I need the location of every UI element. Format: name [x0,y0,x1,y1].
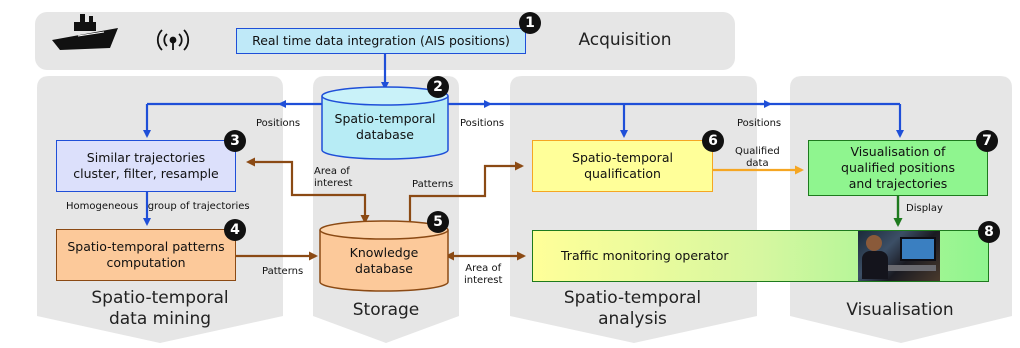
operator-photo [858,231,940,281]
spatio-temporal-database [321,86,449,160]
patterns-computation-box: Spatio-temporal patterns computation [56,229,236,281]
step-badge-5: 5 [427,211,449,233]
column-title-mining: Spatio-temporal data mining [91,288,229,329]
label-area-of-interest-2: Area of interest [464,263,503,286]
label-display: Display [906,203,943,214]
step-badge-3: 3 [224,130,246,152]
label-qualified-data: Qualified data [735,146,780,169]
step-badge-8: 8 [978,221,1000,243]
visualisation-box: Visualisation of qualified positions and… [808,140,988,196]
similar-trajectories-box: Similar trajectories cluster, filter, re… [56,140,236,192]
acquisition-title: Acquisition [578,30,672,50]
column-title-storage: Storage [352,300,420,320]
label-positions-right: Positions [737,118,782,129]
step-badge-7: 7 [976,130,998,152]
step-badge-6: 6 [702,130,724,152]
label-area-of-interest-1: Area of interest [314,166,353,189]
column-title-visualisation: Visualisation [846,300,954,320]
real-time-integration-box: Real time data integration (AIS position… [236,28,526,54]
step-badge-4: 4 [224,219,246,241]
label-positions-mid: Positions [460,118,505,129]
ship-icon [52,14,118,50]
column-title-analysis: Spatio-temporal analysis [563,288,702,329]
label-homogeneous: Homogeneous group of trajectories [66,201,250,212]
label-positions-left: Positions [256,118,301,129]
operator-label: Traffic monitoring operator [561,248,729,263]
arrow-area-of-interest-1 [246,157,370,224]
label-patterns-left: Patterns [262,266,304,277]
step-badge-1: 1 [519,12,541,34]
antenna-icon [156,29,190,51]
knowledge-database [319,220,449,292]
arrow-kdb-to-qual [408,161,524,226]
spatio-temporal-database-label: Spatio-temporal database [334,111,436,142]
label-patterns-up: Patterns [412,179,454,190]
step-badge-2: 2 [427,76,449,98]
knowledge-database-label: Knowledge database [349,245,419,276]
spatio-temporal-qualification-box: Spatio-temporal qualification [532,140,713,192]
